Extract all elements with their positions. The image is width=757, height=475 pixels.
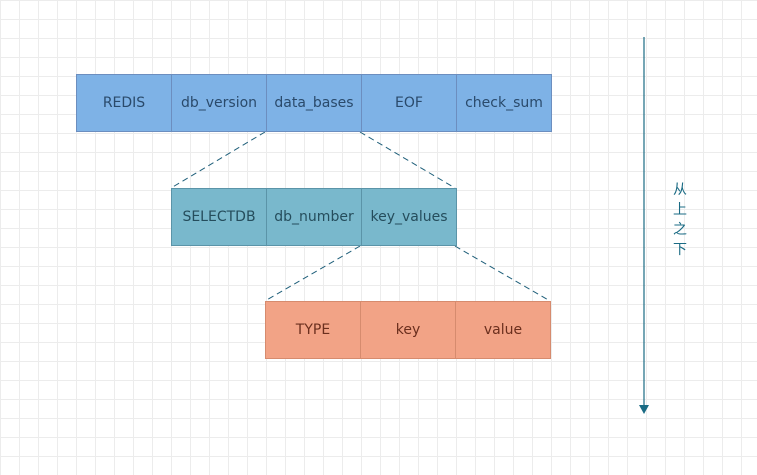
key-value-structure: TYPE key value xyxy=(265,301,551,359)
rdb-field-check-sum: check_sum xyxy=(457,75,552,131)
kv-field-key: key xyxy=(361,302,456,358)
flow-label-char: 上 xyxy=(673,202,687,218)
kv-field-type: TYPE xyxy=(266,302,361,358)
db-field-selectdb: SELECTDB xyxy=(172,189,267,245)
flow-label-char: 之 xyxy=(673,222,687,238)
db-field-db-number: db_number xyxy=(267,189,362,245)
connector-right-key-values xyxy=(454,245,551,302)
rdb-field-db-version: db_version xyxy=(172,75,267,131)
rdb-field-data-bases: data_bases xyxy=(267,75,362,131)
connector-right-data-bases xyxy=(359,131,456,189)
rdb-file-structure: REDIS db_version data_bases EOF check_su… xyxy=(76,74,552,132)
database-structure: SELECTDB db_number key_values xyxy=(171,188,457,246)
rdb-field-redis: REDIS xyxy=(77,75,172,131)
connector-left-key-values xyxy=(264,245,361,302)
flow-direction-label: 从 上 之 下 xyxy=(672,180,688,260)
flow-label-char: 下 xyxy=(673,242,687,258)
db-field-key-values: key_values xyxy=(362,189,457,245)
flow-label-char: 从 xyxy=(673,182,687,198)
connector-left-data-bases xyxy=(170,131,266,189)
kv-field-value: value xyxy=(456,302,551,358)
rdb-field-eof: EOF xyxy=(362,75,457,131)
flow-arrow-head xyxy=(639,405,649,414)
